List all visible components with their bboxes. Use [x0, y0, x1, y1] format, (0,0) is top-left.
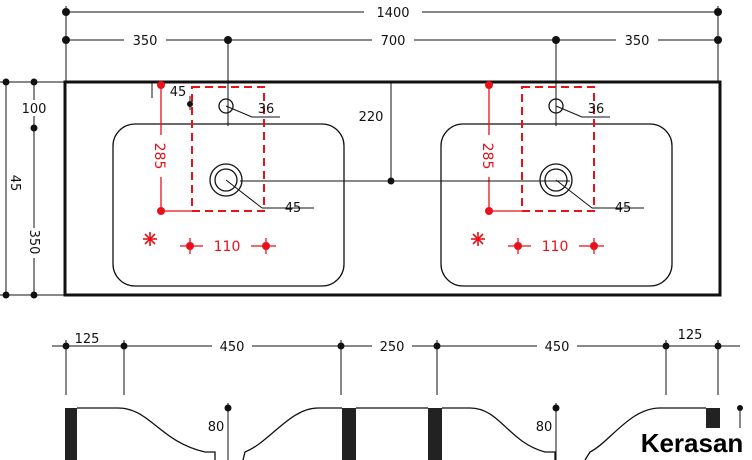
- tap-hole-icon: [218, 98, 234, 114]
- waste-hole-label: 45: [615, 201, 632, 216]
- lower-depth-label: 350: [26, 230, 41, 255]
- overall-depth-label: 45: [7, 175, 22, 192]
- section-middle-label: 250: [380, 340, 405, 355]
- left-dimension-group: 45 100 350: [0, 78, 66, 299]
- waste-outer-icon: [209, 163, 243, 197]
- dot-marker-icon: [737, 405, 743, 411]
- tap-zone: [191, 86, 265, 212]
- dot-marker-icon: [30, 124, 38, 132]
- tap-hole-label: 36: [588, 102, 605, 117]
- total-width-label: 1400: [376, 6, 409, 21]
- tap-hole-label: 36: [258, 102, 275, 117]
- asterisk-icon: [143, 232, 157, 246]
- center-dimension: 220: [240, 82, 570, 185]
- depth-red-label: 285: [479, 143, 495, 170]
- basin-right: 36 45 285 110: [440, 81, 673, 287]
- section-dimension-group: 125 450 250 450 125: [52, 328, 740, 395]
- tap-hole-icon: [548, 98, 564, 114]
- edge-right-label: 125: [678, 328, 703, 343]
- edge-left-label: 125: [75, 332, 100, 347]
- basin-bowl: [112, 123, 345, 287]
- top-offset-label: 100: [22, 102, 47, 117]
- depth-red-label: 285: [151, 143, 167, 170]
- countertop-outline: [63, 80, 722, 297]
- section-wall-center-left: [342, 408, 356, 460]
- waste-hole-label: 45: [285, 201, 302, 216]
- side-left-width-label: 350: [133, 34, 158, 49]
- waste-inner-icon: [214, 168, 238, 192]
- spacing-red-label: 110: [214, 239, 241, 255]
- section-depth-right-label: 80: [536, 420, 553, 435]
- tap-zone: [521, 86, 595, 212]
- top-dimension-group: 1400 350 700 350: [62, 4, 722, 126]
- asterisk-icon: [471, 232, 485, 246]
- section-basin-right-label: 450: [545, 340, 570, 355]
- dot-marker-icon: [485, 81, 493, 89]
- section-basin-left-label: 450: [220, 340, 245, 355]
- waste-inner-icon: [544, 168, 568, 192]
- side-right-width-label: 350: [625, 34, 650, 49]
- dot-marker-icon: [552, 404, 560, 412]
- section-depth-left-label: 80: [208, 420, 225, 435]
- dot-marker-icon: [224, 404, 232, 412]
- basin-left: 36 45 45 285 110: [112, 81, 345, 287]
- spacing-red-label: 110: [542, 239, 569, 255]
- center-width-label: 700: [381, 34, 406, 49]
- brand-logo: Kerasan: [641, 428, 744, 458]
- center-dim-label: 220: [359, 110, 384, 125]
- waste-outer-icon: [539, 163, 573, 197]
- basin-bowl: [440, 123, 673, 287]
- dot-marker-icon: [157, 81, 165, 89]
- section-wall-center-right: [428, 408, 442, 460]
- small-offset-label: 45: [170, 85, 187, 100]
- section-wall-left: [65, 408, 77, 460]
